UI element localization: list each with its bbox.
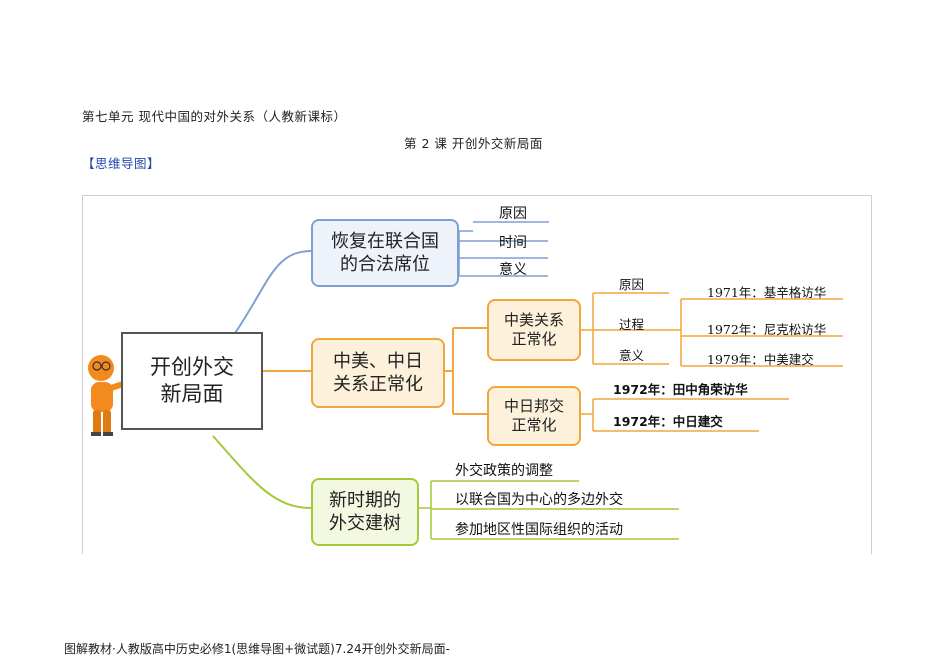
sino-us-reason: 原因 [619, 277, 645, 292]
teacher-figure [88, 355, 126, 436]
section-tag: 【思维导图】 [82, 156, 161, 171]
un-time: 时间 [499, 235, 527, 251]
event-tanaka: 1972年：田中角荣访华 [613, 382, 748, 397]
new-era-regional: 参加地区性国际组织的活动 [455, 522, 623, 538]
event-sino-us-ties: 1979年：中美建交 [707, 352, 814, 367]
branch-normalization: 中美、中日 关系正常化 [311, 338, 445, 408]
connector-lines [88, 221, 843, 540]
sino-us-node: 中美关系 正常化 [487, 299, 581, 361]
branch-new-era: 新时期的 外交建树 [311, 478, 419, 546]
branch-un-seat: 恢复在联合国 的合法席位 [311, 219, 459, 287]
event-nixon: 1972年：尼克松访华 [707, 322, 827, 337]
unit-title: 第七单元 现代中国的对外关系（人教新课标） [82, 109, 347, 124]
event-sino-jp-ties: 1972年：中日建交 [613, 414, 723, 429]
event-kissinger: 1971年：基辛格访华 [707, 285, 827, 300]
mind-map: 开创外交 新局面 恢复在联合国 的合法席位 原因 时间 意义 中美、中日 关系正… [82, 195, 872, 554]
lesson-title: 第 2 课 开创外交新局面 [404, 136, 543, 151]
branch-un-seat-label: 恢复在联合国 的合法席位 [331, 230, 439, 275]
footer-caption: 图解教材·人教版高中历史必修1(思维导图+微试题)7.24开创外交新局面- [64, 642, 450, 656]
center-node: 开创外交 新局面 [121, 332, 263, 430]
sino-jp-label: 中日邦交 正常化 [503, 396, 564, 435]
un-reason: 原因 [499, 206, 527, 222]
sino-us-label: 中美关系 正常化 [503, 310, 564, 349]
center-node-label: 开创外交 新局面 [150, 354, 234, 406]
branch-new-era-label: 新时期的 外交建树 [329, 489, 401, 534]
new-era-policy: 外交政策的调整 [455, 463, 553, 479]
branch-normalization-label: 中美、中日 关系正常化 [333, 350, 423, 395]
sino-jp-node: 中日邦交 正常化 [487, 386, 581, 446]
un-significance: 意义 [499, 262, 527, 278]
sino-us-process: 过程 [619, 317, 645, 332]
new-era-multilateral: 以联合国为中心的多边外交 [455, 492, 623, 508]
sino-us-significance: 意义 [619, 348, 645, 363]
